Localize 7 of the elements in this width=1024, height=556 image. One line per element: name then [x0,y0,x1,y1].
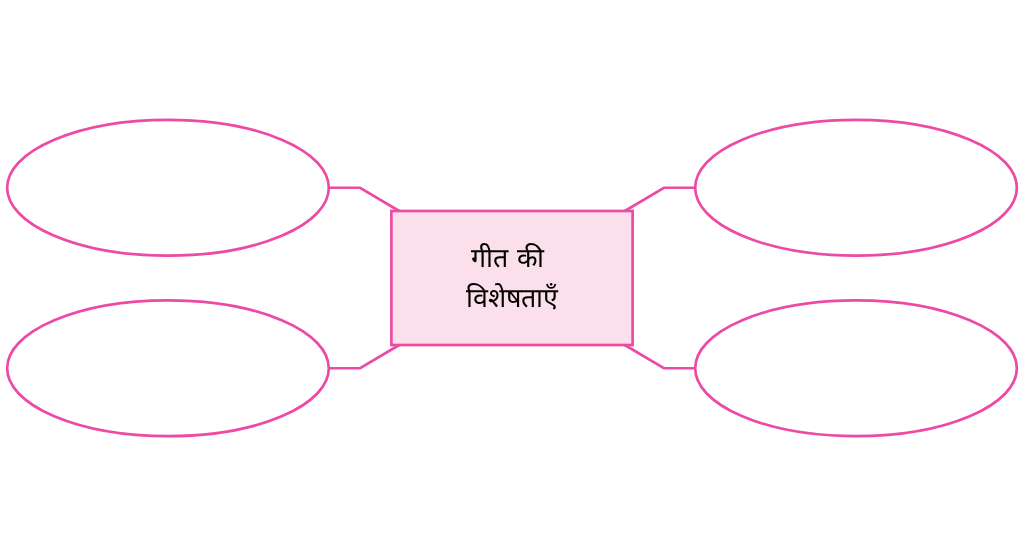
node-ellipse [5,299,331,438]
connector [624,186,696,213]
node-ellipse [5,118,331,257]
node-box: गीत की विशेषताएँ [390,209,634,347]
node-ellipse [693,118,1019,257]
node-ellipse [693,299,1019,438]
connector [624,343,696,370]
